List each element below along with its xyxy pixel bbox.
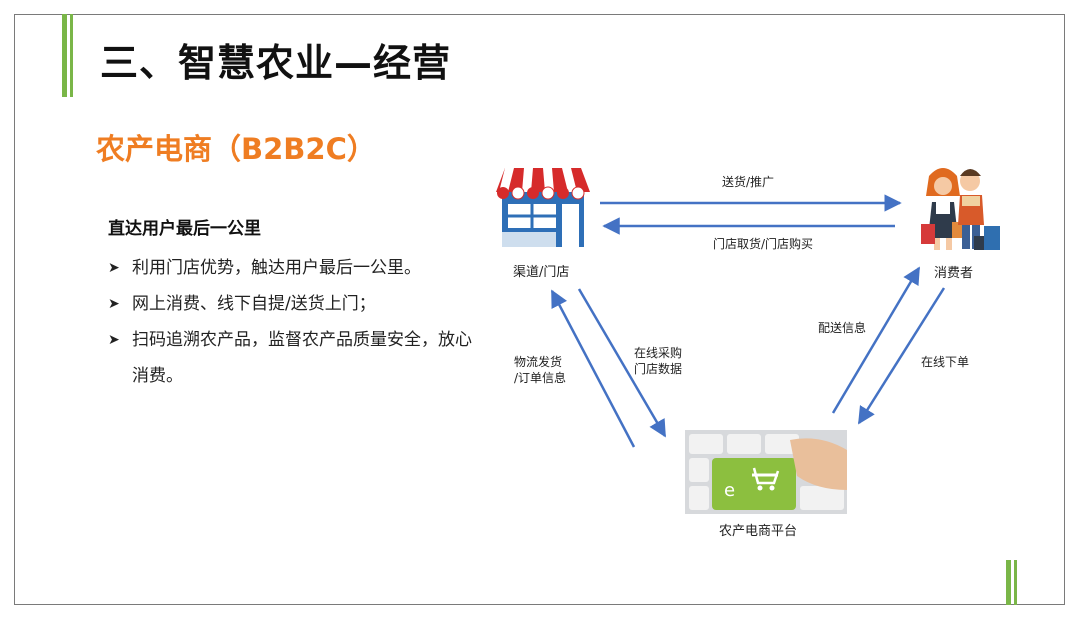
decor-bar-top-left-thin [70,14,73,97]
node-label-consumer: 消费者 [934,266,974,281]
arrow-bullet-icon: ➤ [108,260,120,276]
decor-bar-bottom-right [1006,560,1011,605]
bullet-item: ➤ 网上消费、线下自提/送货上门； [108,286,488,322]
arrow-consumer-to-platform [857,287,946,425]
slide-frame [14,14,1065,605]
consumer-icon [921,168,1000,250]
decor-bar-top-left [62,14,67,97]
arrow-store-to-platform [577,288,667,438]
slide-title: 三、智慧农业—经营 [100,41,452,85]
bullet-list: ➤ 利用门店优势，触达用户最后一公里。 ➤ 网上消费、线下自提/送货上门； ➤ … [108,250,488,394]
bullet-item: ➤ 扫码追溯农产品，监督农产品质量安全，放心消费。 [108,322,488,394]
bullet-item: ➤ 利用门店优势，触达用户最后一公里。 [108,250,488,286]
store-icon [496,168,590,247]
arrow-bullet-icon: ➤ [108,296,120,312]
bullet-text: 利用门店优势，触达用户最后一公里。 [132,258,421,278]
edge-label-store-to-platform-2: 门店数据 [634,362,683,376]
edge-label-platform-to-consumer: 配送信息 [818,321,867,335]
slide-subtitle: 农产电商（B2B2C） [96,132,376,166]
bullet-text: 网上消费、线下自提/送货上门； [132,294,376,314]
edge-label-platform-to-store-2: /订单信息 [514,371,567,385]
node-label-store: 渠道/门店 [513,265,570,280]
node-label-platform: 农产电商平台 [719,524,798,539]
edge-label-consumer-to-platform: 在线下单 [921,355,970,369]
arrow-platform-to-store [550,289,636,448]
arrow-bullet-icon: ➤ [108,332,120,348]
edge-label-store-to-consumer: 送货/推广 [722,175,775,189]
platform-key-letter: e [724,480,735,501]
arrow-platform-to-consumer [831,266,921,414]
decor-bar-bottom-right-thin [1014,560,1017,605]
edge-label-consumer-to-store: 门店取货/门店购买 [713,237,814,251]
section-heading: 直达用户最后一公里 [108,219,261,239]
bullet-text: 扫码追溯农产品，监督农产品质量安全，放心消费。 [132,330,472,386]
edge-label-store-to-platform-1: 在线采购 [634,346,683,360]
edge-label-platform-to-store-1: 物流发货 [514,355,563,369]
ecommerce-keyboard-icon [685,430,847,514]
